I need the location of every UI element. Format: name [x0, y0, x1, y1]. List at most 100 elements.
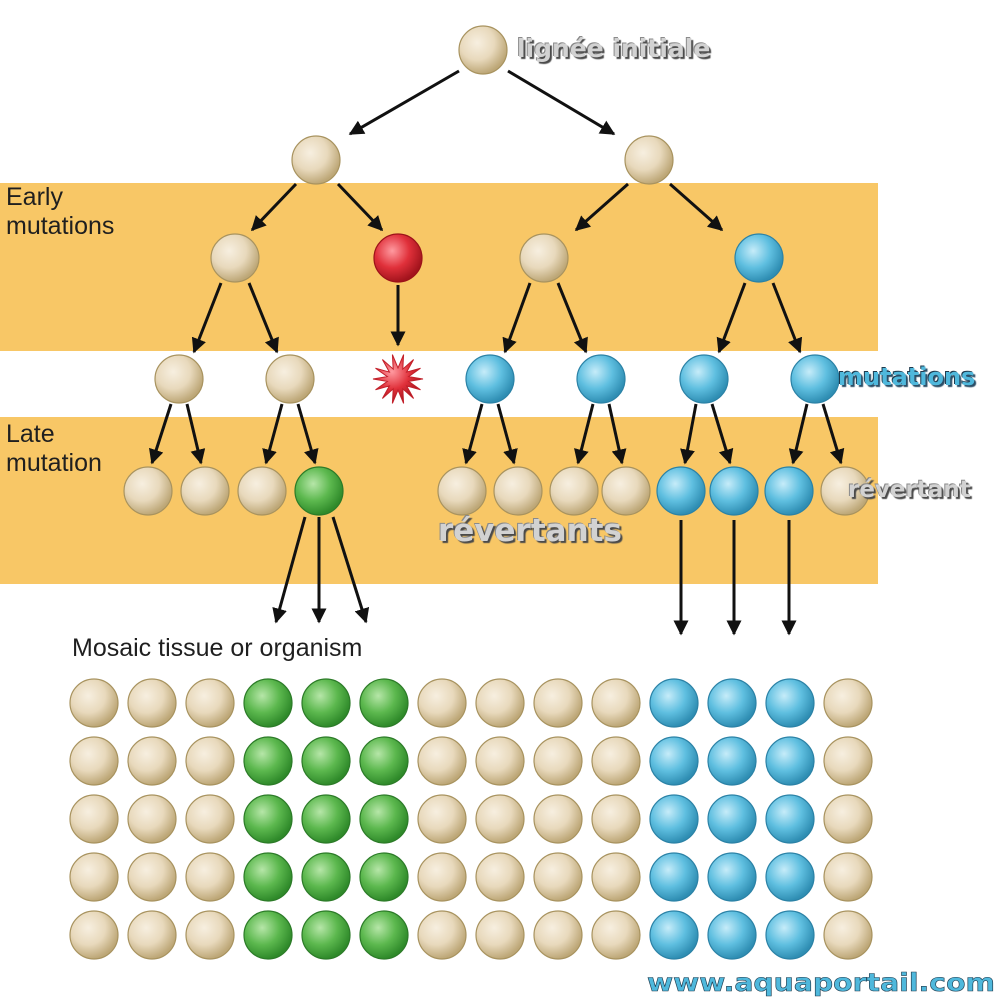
level3-cell — [465, 354, 515, 404]
mosaic-cell — [707, 852, 757, 902]
level4-cell — [820, 466, 870, 516]
mosaic-cell — [301, 852, 351, 902]
lignee-initiale-label: lignée initiale — [517, 34, 711, 63]
mosaic-cell — [475, 736, 525, 786]
arrow-l3-to-l4 — [148, 403, 173, 465]
mosaic-cell — [127, 852, 177, 902]
mosaic-cell — [707, 794, 757, 844]
arrow-l2a-to-l3a — [191, 282, 223, 354]
mosaic-cell — [823, 794, 873, 844]
mosaic-cell — [591, 794, 641, 844]
arrow-l1a-to-l2b — [336, 182, 384, 232]
mosaic-cell — [185, 852, 235, 902]
mosaic-cell — [69, 852, 119, 902]
level4-cell — [709, 466, 759, 516]
early-mutations-label: Early mutations — [6, 183, 114, 241]
mosaic-cell — [823, 736, 873, 786]
arrow-l3-to-l4 — [821, 403, 845, 465]
mosaic-cell — [765, 678, 815, 728]
website-watermark: www.aquaportail.com — [647, 968, 995, 997]
early-label-line1: Early — [6, 183, 63, 211]
mosaic-cell — [475, 794, 525, 844]
mosaic-cell — [127, 678, 177, 728]
mosaic-cell — [823, 852, 873, 902]
lineage-arrows — [148, 69, 845, 636]
level4-cell — [656, 466, 706, 516]
mosaic-cell — [591, 852, 641, 902]
level4-cell — [493, 466, 543, 516]
mosaic-cell — [591, 678, 641, 728]
level3-cell — [576, 354, 626, 404]
mosaic-cell — [243, 910, 293, 960]
mosaic-cell — [417, 794, 467, 844]
mosaic-cell — [765, 736, 815, 786]
mosaic-cell — [69, 678, 119, 728]
mosaic-cell — [359, 910, 409, 960]
arrow-l3-to-l4 — [607, 403, 627, 465]
mosaic-cell — [301, 794, 351, 844]
mosaic-cell — [707, 910, 757, 960]
root-cell — [458, 25, 508, 75]
mosaic-title: Mosaic tissue or organism — [72, 634, 363, 662]
mosaic-cell — [823, 678, 873, 728]
mosaic-cell — [533, 852, 583, 902]
mosaic-cell — [707, 678, 757, 728]
mosaic-cell — [359, 852, 409, 902]
mosaic-cell — [69, 794, 119, 844]
arrow-l3-to-l4 — [574, 403, 595, 465]
arrow-l3-to-l4 — [788, 403, 809, 465]
arrow-l3-to-l4 — [680, 403, 698, 465]
level2-cell — [519, 233, 569, 283]
mosaic-grid — [69, 678, 873, 960]
mosaic-cell — [417, 852, 467, 902]
mosaic-cell — [69, 910, 119, 960]
early-mutations-band — [0, 183, 878, 351]
arrow-l1a-to-l2a — [250, 182, 298, 232]
mosaic-cell — [359, 736, 409, 786]
mosaic-cell — [243, 852, 293, 902]
arrow-l3-to-l4 — [710, 403, 734, 465]
level3-cell — [154, 354, 204, 404]
level4-cell — [764, 466, 814, 516]
arrow-green-to-mosaic — [272, 516, 307, 624]
arrow-l1b-to-l2c — [574, 182, 629, 232]
mosaic-cell — [649, 852, 699, 902]
arrow-l2c-to-l3d — [502, 282, 532, 354]
revertant-label: révertant — [848, 477, 971, 503]
level3-cell — [790, 354, 840, 404]
arrow-l2d-to-l3f — [716, 282, 747, 354]
revertants-label: révertants — [438, 513, 622, 549]
mutations-label: mutations — [838, 363, 976, 391]
level3-cell — [679, 354, 729, 404]
mosaic-cell — [765, 910, 815, 960]
arrow-l3-to-l4 — [185, 403, 206, 465]
mosaic-cell — [649, 910, 699, 960]
mosaic-cell — [417, 736, 467, 786]
mosaic-cell — [823, 910, 873, 960]
late-label-line1: Late — [6, 420, 55, 448]
level4-cell — [237, 466, 287, 516]
dead-cell-burst — [372, 354, 424, 404]
late-mutation-label: Late mutation — [6, 420, 102, 478]
mosaic-cell — [591, 736, 641, 786]
arrow-l3-to-l4 — [462, 403, 484, 465]
mosaic-cell — [417, 678, 467, 728]
mosaic-cell — [765, 852, 815, 902]
level2-cell — [373, 233, 423, 283]
mosaic-cell — [243, 794, 293, 844]
mosaic-cell — [707, 736, 757, 786]
mosaic-cell — [185, 794, 235, 844]
mosaic-cell — [185, 910, 235, 960]
arrow-l1b-to-l2d — [669, 182, 724, 232]
level3-cell — [265, 354, 315, 404]
mosaic-cell — [475, 678, 525, 728]
level4-cell — [601, 466, 651, 516]
mosaic-cell — [243, 678, 293, 728]
mosaic-cell — [417, 910, 467, 960]
mosaic-cell — [359, 794, 409, 844]
mosaic-cell — [127, 736, 177, 786]
mosaic-cell — [243, 736, 293, 786]
mosaic-cell — [359, 678, 409, 728]
lineage-cells — [123, 25, 870, 516]
mosaic-cell — [185, 736, 235, 786]
